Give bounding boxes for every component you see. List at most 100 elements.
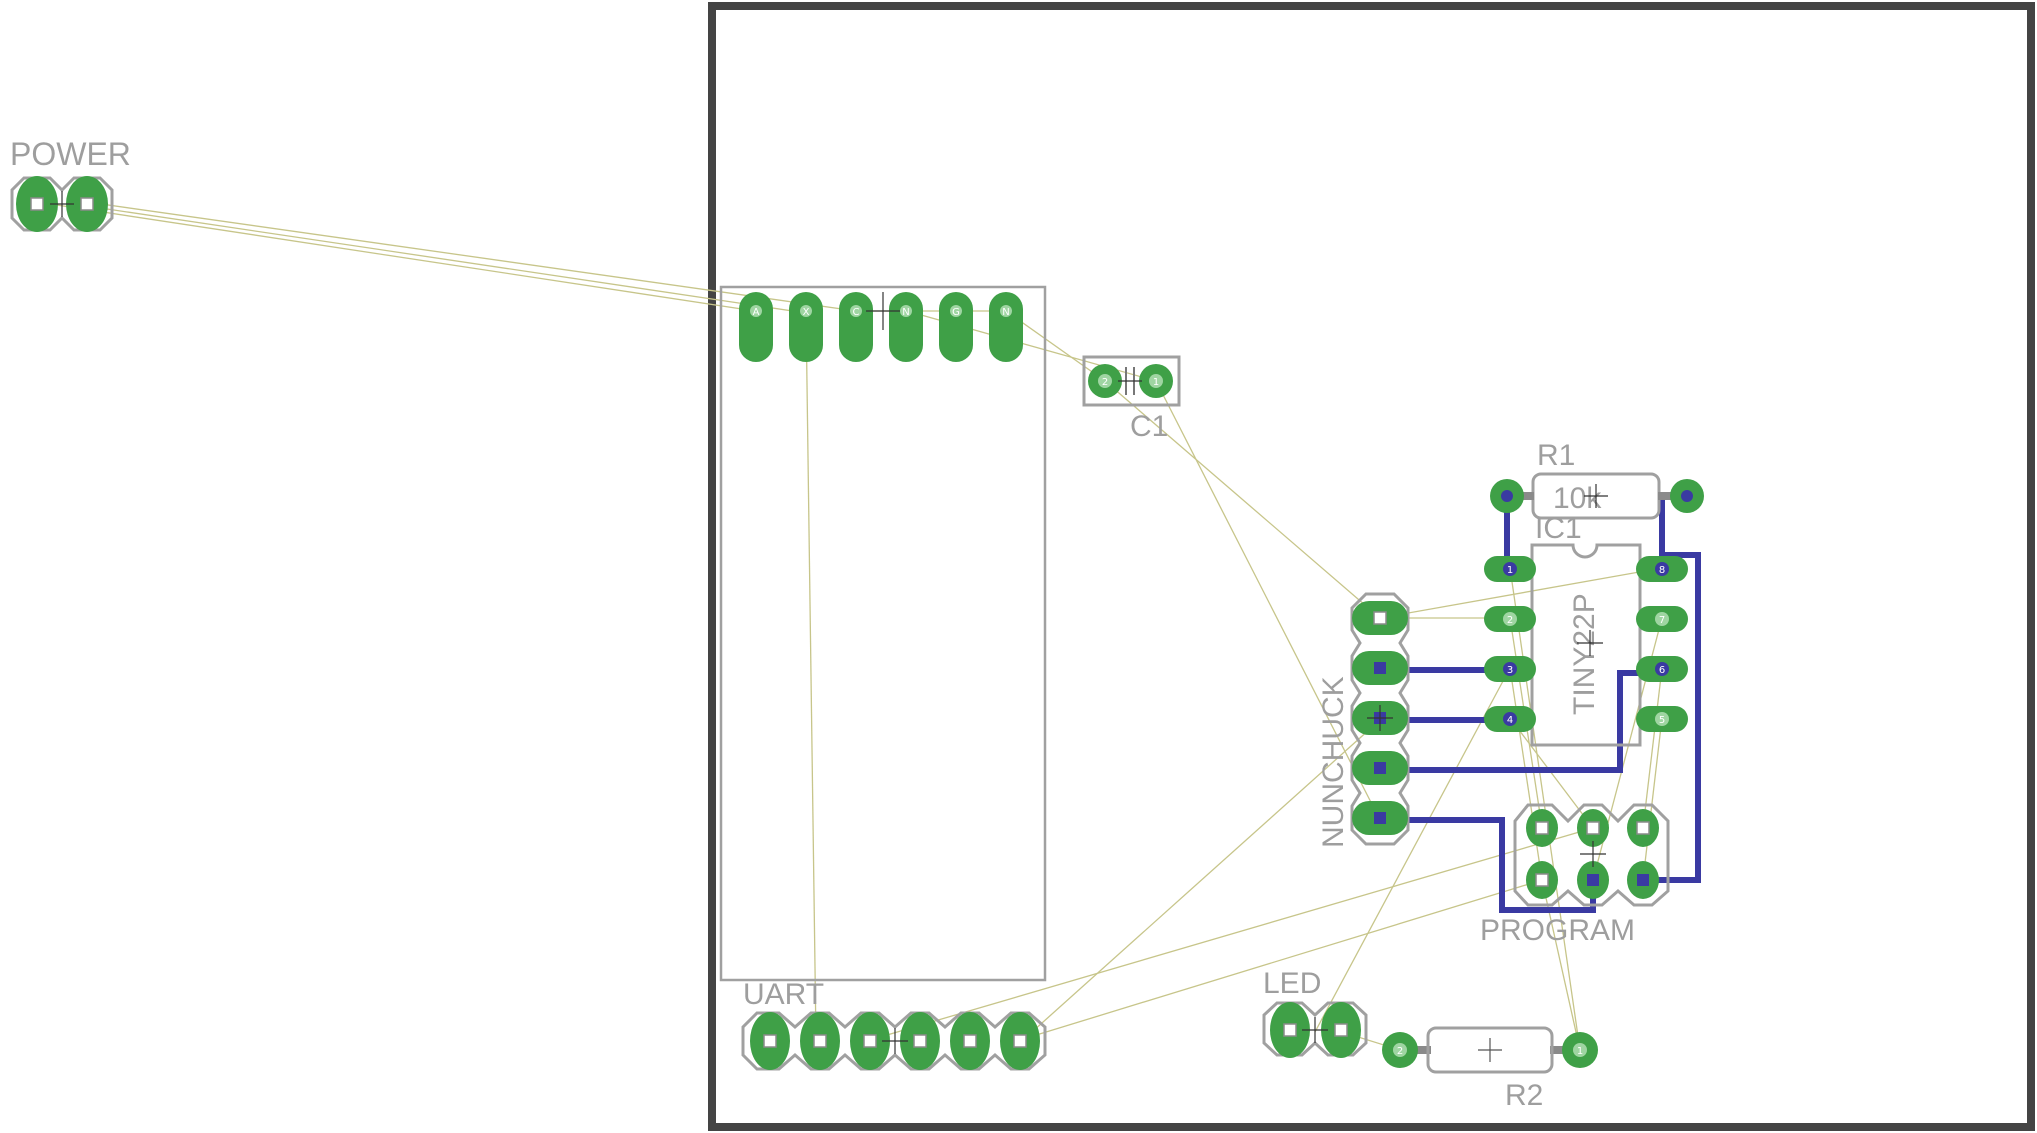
program-header[interactable]: PROGRAM bbox=[1480, 803, 1670, 947]
program-drill bbox=[1535, 821, 1549, 835]
program-drill bbox=[1535, 873, 1549, 887]
ic1-drill bbox=[1655, 662, 1669, 676]
r2-pin-number: 1 bbox=[1577, 1046, 1583, 1057]
ic1-drill bbox=[1655, 612, 1669, 626]
ic1-drill bbox=[1503, 662, 1517, 676]
ic1-pin-number: 2 bbox=[1507, 615, 1513, 626]
program-outline bbox=[1513, 803, 1670, 907]
resistor-r1[interactable]: R1 10k bbox=[1490, 439, 1704, 520]
module-pin-number: G bbox=[952, 307, 960, 318]
module-pin-dot bbox=[750, 305, 762, 317]
r1-label: R1 bbox=[1537, 439, 1575, 472]
r1-drill-2 bbox=[1681, 490, 1693, 502]
uart-drill bbox=[963, 1034, 977, 1048]
uart-drill bbox=[863, 1034, 877, 1048]
module-pin-number: N bbox=[902, 307, 909, 318]
c1-drill-2 bbox=[1098, 374, 1112, 388]
ic1-pin-numbers: 1 2 3 4 8 7 6 5 bbox=[1507, 565, 1665, 726]
program-drill bbox=[1636, 821, 1650, 835]
radio-module-outline bbox=[719, 285, 1047, 982]
resistor-r2[interactable]: 2 1 R2 bbox=[1382, 1026, 1598, 1112]
led-outline bbox=[1262, 1001, 1368, 1057]
ic1-drill bbox=[1655, 712, 1669, 726]
module-pin-dot bbox=[900, 305, 912, 317]
r2-body bbox=[1426, 1026, 1554, 1074]
ic1-chip[interactable]: IC1 TINY22P 1 2 3 4 bbox=[1484, 512, 1688, 747]
nunchuck-label: NUNCHUCK bbox=[1317, 676, 1350, 848]
led-drill-2 bbox=[1334, 1023, 1348, 1037]
c1-pin-number: 2 bbox=[1102, 377, 1108, 388]
program-drill bbox=[1587, 874, 1599, 886]
r2-label: R2 bbox=[1505, 1079, 1543, 1112]
radio-module[interactable]: A X C N G N bbox=[719, 285, 1047, 982]
c1-drill-1 bbox=[1149, 374, 1163, 388]
ic1-drill bbox=[1503, 562, 1517, 576]
led[interactable]: LED bbox=[1262, 967, 1368, 1058]
ic1-pin-number: 6 bbox=[1659, 665, 1665, 676]
module-pad[interactable] bbox=[989, 292, 1023, 362]
power-drill-2 bbox=[80, 197, 94, 211]
uart-drill bbox=[1013, 1034, 1027, 1048]
module-pin-number: X bbox=[803, 307, 810, 318]
ic1-drill bbox=[1503, 712, 1517, 726]
radio-module-pads bbox=[739, 292, 1023, 362]
ic1-pin-number: 3 bbox=[1507, 665, 1513, 676]
r1-drill-1 bbox=[1501, 490, 1513, 502]
power-pin-outline bbox=[10, 176, 114, 232]
ic1-outline bbox=[1530, 543, 1642, 747]
ic1-label: IC1 bbox=[1535, 512, 1582, 545]
ic1-pin-number: 8 bbox=[1659, 565, 1665, 576]
program-label: PROGRAM bbox=[1480, 914, 1635, 947]
board-outline bbox=[708, 2, 2035, 1131]
ic1-pin-number: 4 bbox=[1507, 715, 1513, 726]
module-pin-dot bbox=[850, 305, 862, 317]
nunchuck-drill bbox=[1373, 611, 1387, 625]
module-pad[interactable] bbox=[939, 292, 973, 362]
module-pad[interactable] bbox=[739, 292, 773, 362]
uart-drill bbox=[913, 1034, 927, 1048]
nunchuck-drill bbox=[1374, 762, 1386, 774]
uart-label: UART bbox=[743, 978, 824, 1011]
ic1-value: TINY22P bbox=[1568, 593, 1601, 715]
program-drills bbox=[1535, 821, 1650, 887]
r2-lead bbox=[1550, 1046, 1566, 1054]
ic1-drill bbox=[1655, 562, 1669, 576]
r2-drill-1 bbox=[1573, 1043, 1587, 1057]
r2-drill-2 bbox=[1393, 1043, 1407, 1057]
module-pad[interactable] bbox=[789, 292, 823, 362]
r2-lead bbox=[1415, 1046, 1431, 1054]
module-pin-dot bbox=[950, 305, 962, 317]
module-pin-number: N bbox=[1002, 307, 1009, 318]
r1-lead bbox=[1658, 492, 1674, 500]
c1-outline bbox=[1082, 355, 1181, 407]
module-pad[interactable] bbox=[839, 292, 873, 362]
power-label: POWER bbox=[10, 136, 131, 172]
r2-pin-number: 2 bbox=[1397, 1046, 1403, 1057]
nunchuck-connector[interactable]: NUNCHUCK bbox=[1317, 592, 1410, 848]
program-drill bbox=[1586, 821, 1600, 835]
c1-pin-number: 1 bbox=[1153, 377, 1159, 388]
module-pin-number: A bbox=[753, 307, 760, 318]
module-pin-dot bbox=[1000, 305, 1012, 317]
power-drill-1 bbox=[30, 197, 44, 211]
ic1-pin-number: 5 bbox=[1659, 715, 1665, 726]
module-pad[interactable] bbox=[889, 292, 923, 362]
led-drill-1 bbox=[1283, 1023, 1297, 1037]
capacitor-c1[interactable]: 2 1 C1 bbox=[1082, 355, 1181, 443]
uart-drill bbox=[813, 1034, 827, 1048]
uart-connector[interactable]: UART bbox=[741, 978, 1047, 1071]
ic1-pin-number: 7 bbox=[1659, 615, 1665, 626]
ic1-drills bbox=[1503, 562, 1669, 726]
uart-drills bbox=[763, 1034, 1027, 1048]
ic1-drill bbox=[1503, 612, 1517, 626]
power-connector[interactable]: POWER bbox=[10, 136, 131, 232]
module-pin-number: C bbox=[853, 307, 860, 318]
radio-module-pin-labels: A X C N G N bbox=[750, 305, 1012, 318]
r1-value: 10k bbox=[1553, 482, 1602, 515]
uart-drill bbox=[763, 1034, 777, 1048]
nunchuck-drill bbox=[1374, 812, 1386, 824]
nunchuck-outline bbox=[1350, 592, 1410, 846]
led-label: LED bbox=[1263, 967, 1321, 1000]
r1-lead bbox=[1518, 492, 1534, 500]
